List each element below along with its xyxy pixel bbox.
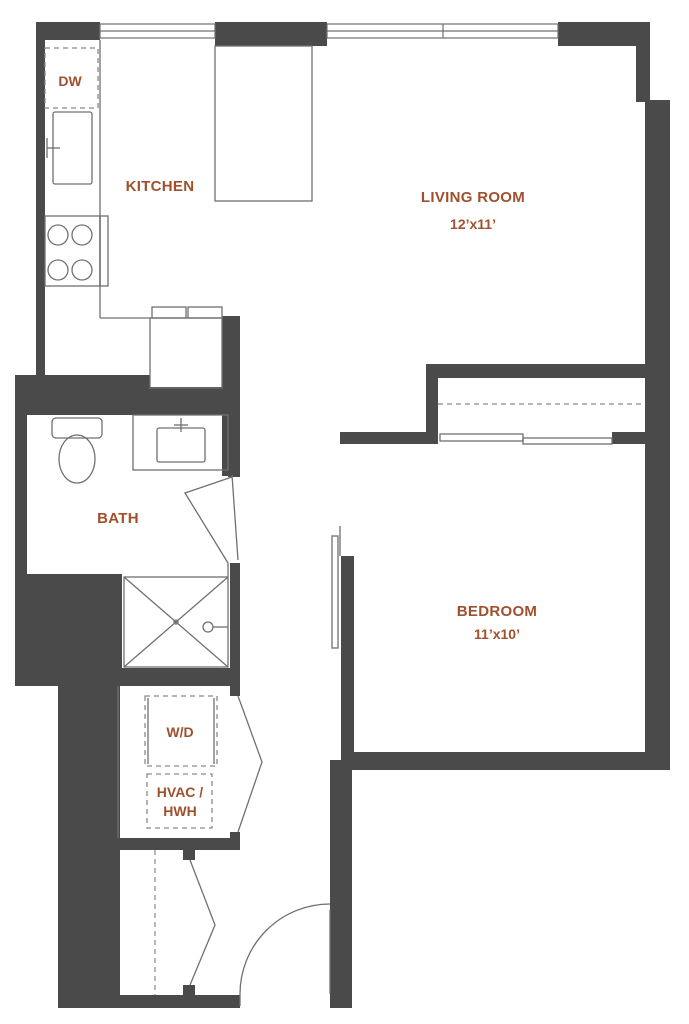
- burner-top-left-icon: [47, 224, 69, 246]
- living-room-dimensions: 12’x11’: [450, 216, 496, 232]
- wall-bath-right-lower: [230, 563, 240, 686]
- toilet-tank: [51, 417, 103, 439]
- wall-left-lower: [58, 686, 120, 1008]
- wall-entry-right: [330, 760, 352, 1008]
- bath-door: [184, 476, 233, 564]
- wall-laundry-bottom: [118, 838, 240, 850]
- wall-kitchen-bath: [15, 375, 150, 415]
- hvac-label-line2: HWH: [163, 803, 196, 819]
- wall-bedroom-bottom: [341, 752, 670, 770]
- washer-dryer-outline: [144, 695, 218, 767]
- living-room-label: LIVING ROOM: [421, 189, 525, 206]
- kitchen-island: [214, 45, 313, 202]
- dishwasher-outline: [44, 47, 99, 109]
- bath-sink: [156, 427, 206, 463]
- bedroom-dimensions: 11’x10’: [474, 626, 520, 642]
- fridge: [149, 317, 223, 389]
- windows: [99, 23, 559, 39]
- wall-laundry-right: [230, 686, 240, 696]
- bath-label: BATH: [97, 510, 139, 527]
- bath-fixtures: [51, 414, 239, 668]
- hvac-outline: [146, 773, 213, 829]
- wall-right-notch: [636, 40, 650, 102]
- shower-head-icon: [202, 621, 214, 633]
- toilet-bowl: [58, 434, 96, 484]
- wall-top-right: [558, 22, 650, 46]
- kitchen-label: KITCHEN: [126, 178, 195, 195]
- burner-bottom-left-icon: [47, 259, 69, 281]
- wall-left-kitchen: [36, 22, 45, 387]
- doors: [184, 433, 613, 1006]
- laundry-bifold-door: [237, 695, 263, 833]
- wall-bath-bottom: [15, 574, 122, 686]
- bath-vanity: [132, 414, 229, 471]
- kitchen-fixtures: [44, 40, 313, 389]
- wall-bedroom-left: [341, 556, 354, 770]
- wall-closet-jamb-bottom: [183, 985, 195, 997]
- washer-dryer-label: W/D: [166, 724, 193, 740]
- walls: [15, 22, 670, 1008]
- labels: DW KITCHEN LIVING ROOM 12’x11’ BATH BEDR…: [58, 73, 537, 819]
- wall-laundry-top: [118, 668, 240, 686]
- dishwasher-label: DW: [58, 73, 82, 89]
- wall-living-bedroom-left: [340, 432, 438, 444]
- wall-closet-jamb-top: [183, 850, 195, 860]
- wall-bottom: [58, 995, 240, 1008]
- wall-bath-right: [228, 415, 240, 477]
- wall-top-mid: [215, 22, 327, 46]
- closet-bifold-door: [189, 859, 216, 986]
- entry-door-swing: [239, 903, 331, 995]
- shower: [123, 576, 229, 668]
- burner-top-right-icon: [71, 224, 93, 246]
- hvac-label-line1: HVAC /: [157, 784, 204, 800]
- shower-drain-icon: [173, 619, 179, 625]
- burner-bottom-right-icon: [71, 259, 93, 281]
- bedroom-pocket-door: [331, 535, 339, 649]
- wall-right: [645, 100, 670, 763]
- wall-closet-left: [426, 364, 438, 444]
- laundry-fixtures: [117, 686, 218, 838]
- wall-closet-top: [426, 364, 646, 378]
- wall-top-left: [36, 22, 100, 40]
- bedroom-label: BEDROOM: [457, 603, 537, 620]
- wall-closet-right: [612, 432, 646, 444]
